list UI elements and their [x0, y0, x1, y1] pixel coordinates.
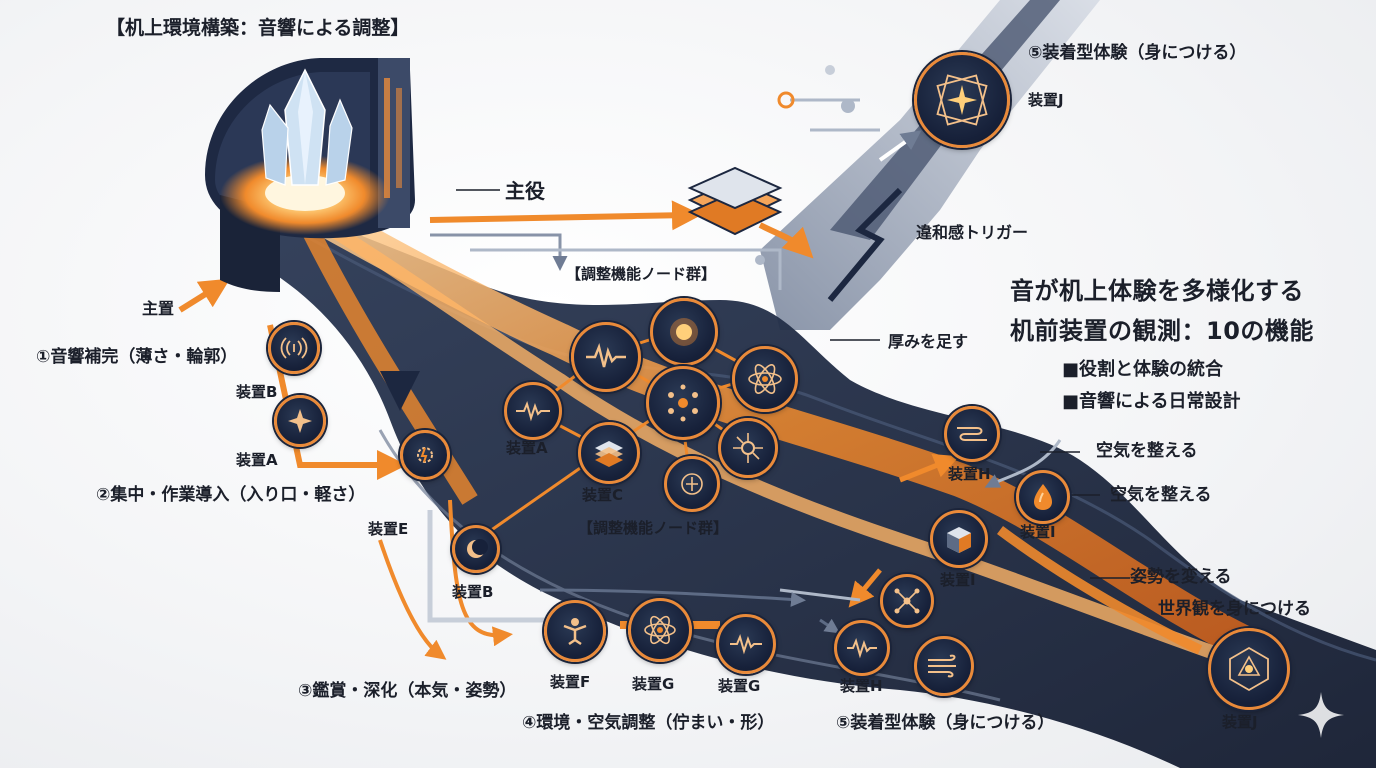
device-b-mid-label: 装置B	[452, 583, 494, 601]
node-g1[interactable]	[628, 598, 692, 662]
device-g2-label: 装置G	[718, 677, 761, 695]
node-wave-top[interactable]	[571, 322, 641, 392]
device-j-bottom-label: 装置J	[1222, 713, 1258, 731]
node-a-mid[interactable]	[504, 382, 562, 440]
stage-3: ③鑑賞・深化（本気・姿勢）	[298, 681, 517, 701]
gear-icon	[417, 447, 433, 463]
layers-floating-icon	[687, 166, 783, 236]
device-f-label: 装置F	[550, 673, 591, 691]
circuit-icon	[957, 427, 987, 441]
cube-icon	[947, 527, 971, 553]
label-kuki-1: 空気を整える	[1096, 441, 1198, 461]
sound-wave-icon	[586, 342, 626, 368]
network-icon	[668, 384, 698, 422]
node-network-bottom[interactable]	[880, 574, 934, 628]
atom-icon	[748, 364, 782, 394]
drop-icon	[1034, 484, 1052, 510]
node-i-mid[interactable]	[930, 510, 988, 568]
node-circuit[interactable]	[718, 418, 778, 478]
device-j-top-label: 装置J	[1028, 91, 1064, 109]
label-shuyaku: 主役	[505, 179, 545, 203]
node-b-mid[interactable]	[452, 525, 500, 573]
label-shuchi: 主置	[142, 299, 175, 318]
node-b-left[interactable]	[268, 322, 320, 374]
label-node-group-top: 【調整機能ノード群】	[566, 265, 717, 283]
headline-bullet1: ■役割と体験の統合	[1062, 359, 1224, 380]
device-g1-label: 装置G	[632, 675, 675, 693]
sparkle-icon	[1229, 646, 1269, 692]
node-h-right[interactable]	[944, 406, 1000, 462]
sound-wave-icon	[847, 638, 877, 659]
label-node-group-bottom: 【調整機能ノード群】	[578, 519, 729, 537]
atom-icon	[644, 615, 676, 645]
crystal-pedestal	[205, 58, 415, 292]
node-atom-top[interactable]	[732, 346, 798, 412]
device-e-label: 装置E	[368, 520, 409, 538]
node-wind[interactable]	[914, 636, 974, 696]
node-a-left[interactable]	[274, 395, 326, 447]
stage-5-bottom: ⑤装着型体験（身につける）	[836, 713, 1055, 733]
node-hub[interactable]	[646, 366, 720, 440]
headline-line2: 机前装置の観測：10の機能	[1010, 317, 1314, 345]
sound-wave-icon	[516, 401, 550, 422]
node-c[interactable]	[578, 422, 640, 484]
node-mid-small[interactable]	[664, 456, 720, 512]
sound-wave-icon	[730, 634, 762, 655]
sound-wave-icon	[280, 337, 308, 359]
crystal-icon	[261, 68, 353, 186]
moon-icon	[467, 539, 488, 558]
label-kuki-2: 空気を整える	[1110, 485, 1212, 505]
device-a-mid-label: 装置A	[506, 439, 548, 457]
circuit-icon	[733, 433, 763, 463]
stage-2: ②集中・作業導入（入り口・軽さ）	[96, 485, 366, 505]
device-h-bottom-label: 装置H	[840, 677, 883, 695]
node-j-bottom[interactable]	[1208, 628, 1290, 710]
stage-5-top: ⑤装着型体験（身につける）	[1028, 43, 1247, 63]
node-f[interactable]	[544, 600, 606, 662]
headline-bullet2: ■音響による日常設計	[1062, 391, 1241, 412]
device-i-right-label: 装置I	[1020, 523, 1056, 541]
device-b-left-label: 装置B	[236, 383, 278, 401]
device-h-right-label: 装置H	[948, 465, 991, 483]
figure-icon	[563, 618, 587, 646]
stage-4: ④環境・空気調整（佇まい・形）	[522, 713, 775, 733]
device-c-label: 装置C	[582, 486, 624, 504]
label-iwakan: 違和感トリガー	[916, 223, 1029, 242]
node-glow-top[interactable]	[650, 298, 718, 366]
network-icon	[894, 588, 920, 614]
corner-sparkle-icon	[1298, 692, 1344, 738]
device-i-mid-label: 装置I	[940, 571, 976, 589]
label-atsumi: 厚みを足す	[888, 332, 969, 351]
label-sekaikan: 世界観を身につける	[1158, 599, 1311, 619]
node-i-right[interactable]	[1016, 470, 1070, 524]
sparkle-icon	[288, 409, 312, 433]
page-title: 【机上環境構築：音響による調整】	[106, 17, 410, 39]
figure-icon	[681, 473, 703, 495]
label-shisei: 姿勢を変える	[1130, 567, 1232, 587]
decor-dots	[755, 65, 855, 265]
stage-1: ①音響補完（薄さ・輪郭）	[36, 347, 238, 367]
node-j-top[interactable]	[914, 52, 1010, 148]
sparkle-icon	[936, 74, 988, 126]
device-a-left-label: 装置A	[236, 451, 278, 469]
wind-icon	[928, 654, 956, 678]
steel-lines	[380, 98, 1062, 634]
node-h-bottom[interactable]	[834, 620, 890, 676]
node-g2[interactable]	[716, 614, 776, 674]
node-e[interactable]	[400, 430, 450, 480]
headline-line1: 音が机上体験を多様化する	[1010, 277, 1304, 305]
layers-icon	[595, 441, 623, 467]
sparkle-icon	[670, 318, 698, 346]
